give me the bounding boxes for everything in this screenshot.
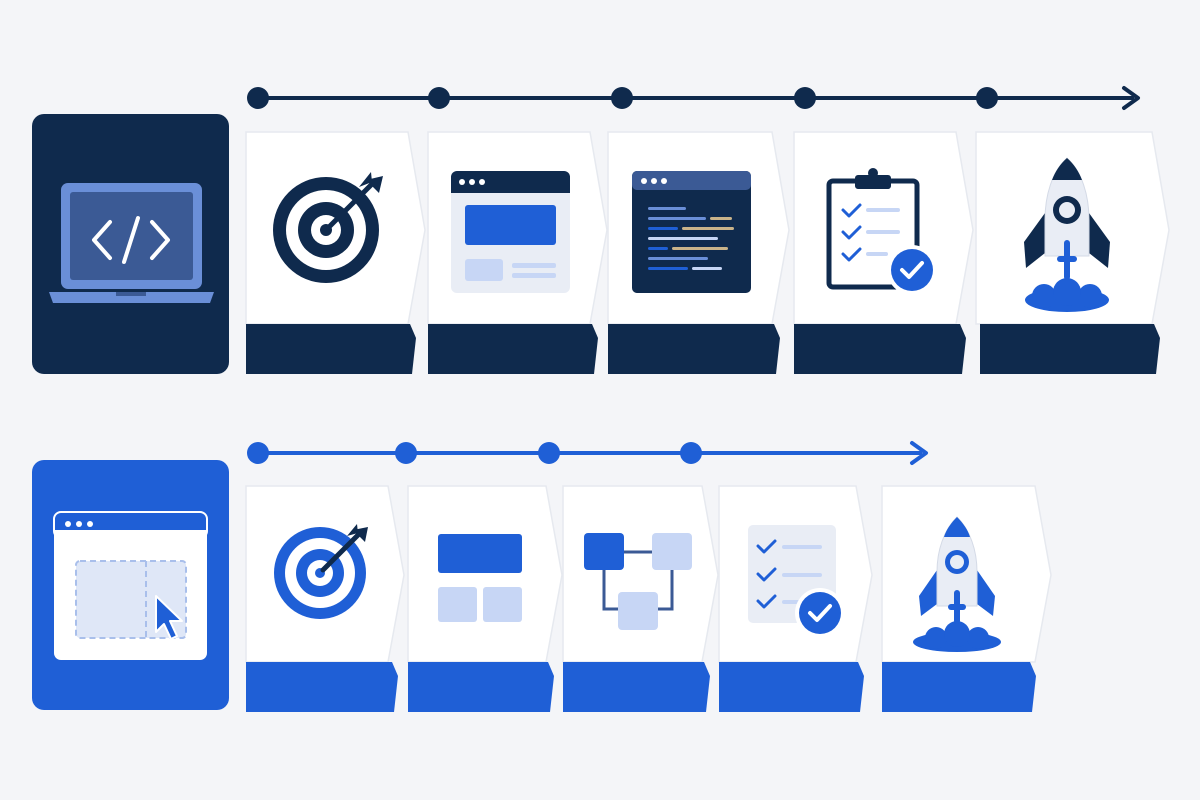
step-label-bar — [608, 324, 780, 374]
browser-wireframe-icon — [451, 171, 570, 293]
step-card-dev-5 — [975, 131, 1170, 374]
rocket-launch-icon — [1024, 157, 1110, 312]
timeline-arrowhead — [910, 441, 928, 465]
step-card-dev-2 — [427, 131, 608, 374]
clipboard-checklist-icon — [826, 168, 937, 295]
step-card-dev-3 — [607, 131, 790, 374]
timeline-node — [247, 87, 269, 109]
step-label-bar — [246, 324, 416, 374]
hero-card-nocode — [32, 460, 229, 710]
timeline-node — [538, 442, 560, 464]
step-card-nocode-5 — [881, 485, 1052, 712]
browser-drag-drop-icon — [53, 511, 208, 660]
step-label-bar — [794, 324, 966, 374]
laptop-code-icon — [49, 183, 214, 303]
code-editor-icon — [632, 171, 751, 293]
step-card-nocode-3 — [562, 485, 719, 712]
target-icon — [274, 524, 368, 619]
timeline-node — [611, 87, 633, 109]
step-label-bar — [719, 662, 864, 712]
step-card-nocode-1 — [245, 485, 405, 712]
timeline-dev — [247, 86, 1140, 110]
step-card-dev-4 — [793, 131, 974, 374]
workflow-diagram-icon — [584, 533, 692, 630]
timeline-node — [976, 87, 998, 109]
rocket-launch-icon — [913, 516, 1001, 652]
step-label-bar — [428, 324, 598, 374]
step-label-bar — [408, 662, 554, 712]
checklist-approved-icon — [748, 525, 845, 638]
row-nocode — [32, 441, 1052, 712]
step-label-bar — [980, 324, 1160, 374]
step-label-bar — [563, 662, 710, 712]
timeline-node — [247, 442, 269, 464]
timeline-node — [395, 442, 417, 464]
step-label-bar — [882, 662, 1036, 712]
step-label-bar — [246, 662, 398, 712]
timeline-nocode — [247, 441, 928, 465]
layout-blocks-icon — [438, 534, 522, 622]
step-card-nocode-4 — [718, 485, 873, 712]
target-icon — [273, 172, 383, 283]
hero-card-dev — [32, 114, 229, 374]
timeline-node — [794, 87, 816, 109]
timeline-node — [428, 87, 450, 109]
timeline-arrowhead — [1122, 86, 1140, 110]
step-card-nocode-2 — [407, 485, 563, 712]
row-dev — [32, 86, 1170, 374]
timeline-node — [680, 442, 702, 464]
step-card-dev-1 — [245, 131, 426, 374]
